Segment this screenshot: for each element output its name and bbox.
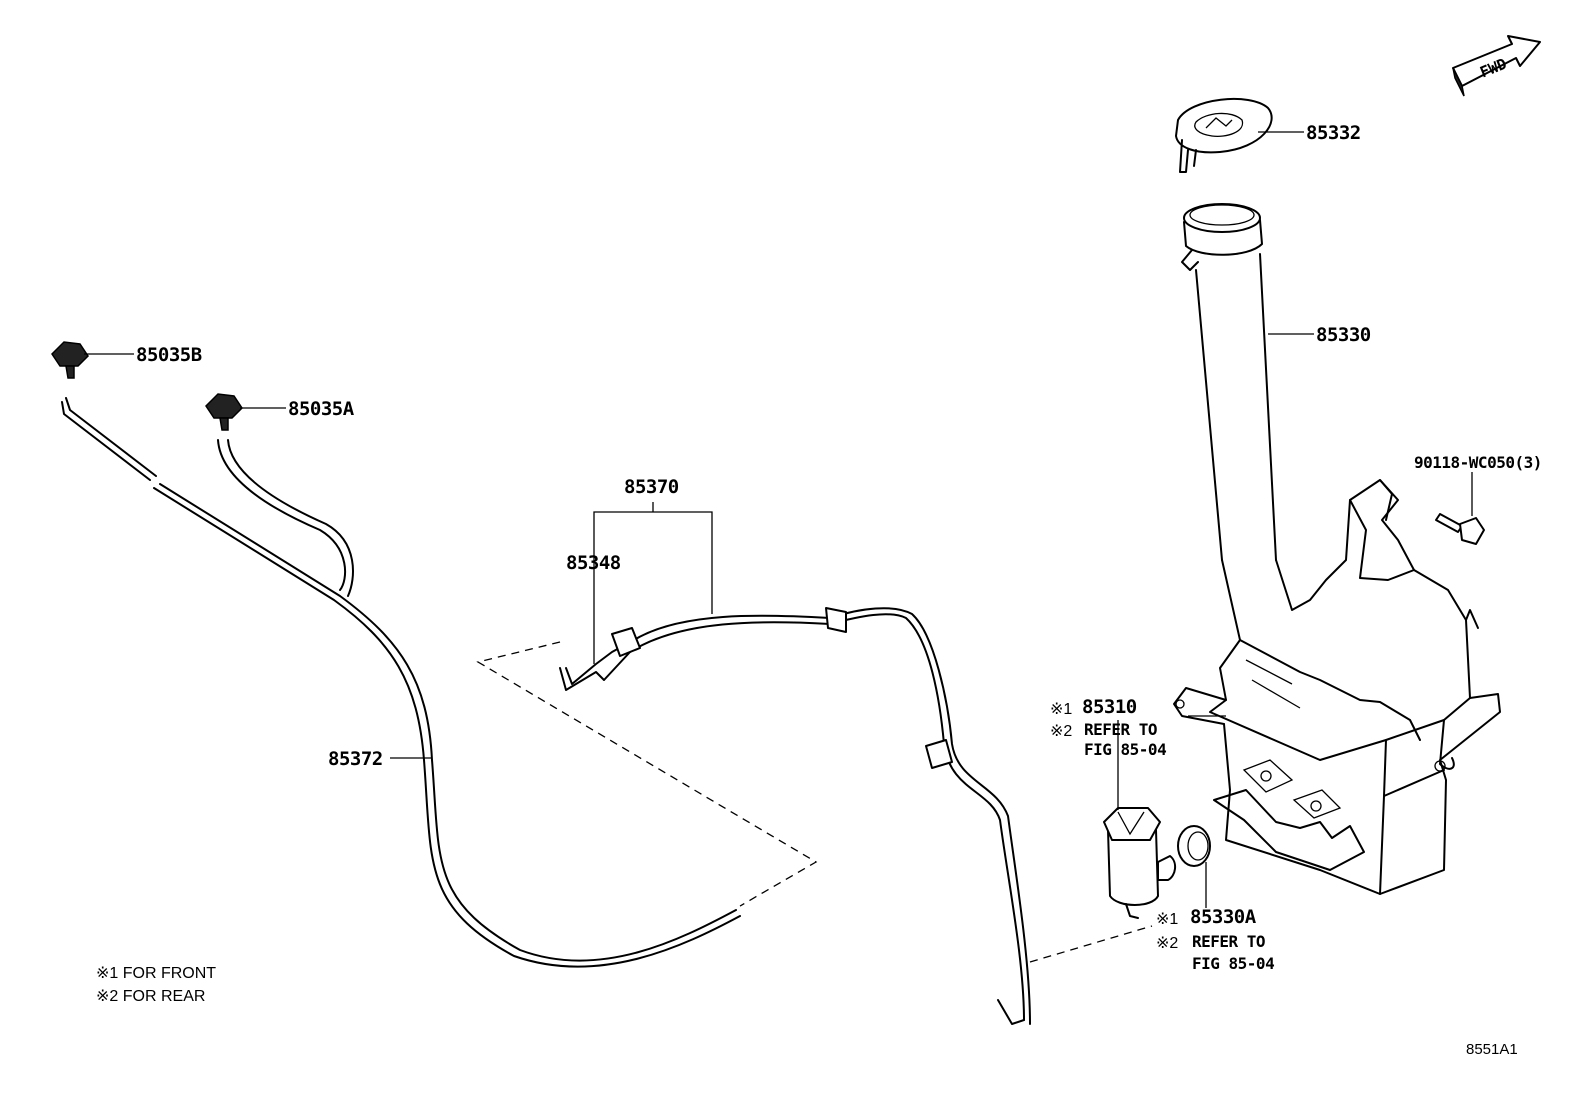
nozzle-85035b	[51, 341, 89, 379]
part-label-85330a: 85330A	[1190, 906, 1256, 928]
refer-to-text: REFER TO	[1084, 720, 1158, 739]
hose-85372	[61, 397, 741, 968]
fig-reference: FIG 85-04	[1084, 740, 1167, 759]
diagram-code: 8551A1	[1466, 1041, 1518, 1058]
mounting-bolt	[1435, 513, 1485, 545]
part-label-85035a: 85035A	[288, 398, 354, 420]
part-label-85330: 85330	[1316, 324, 1371, 346]
note-rear: ※2 FOR REAR	[96, 988, 206, 1005]
front-mark: ※1	[1156, 911, 1179, 928]
nozzle-85035a	[205, 393, 243, 431]
legend-notes: ※1 FOR FRONT ※2 FOR REAR	[96, 966, 216, 1005]
washer-pump	[1103, 807, 1176, 919]
part-label-85348: 85348	[566, 552, 621, 574]
part-label-85332: 85332	[1306, 122, 1361, 144]
hose-85370	[559, 607, 1031, 1025]
rear-mark: ※2	[1050, 723, 1073, 740]
front-mark: ※1	[1050, 701, 1073, 718]
part-label-90118: 90118-WC050(3)	[1414, 453, 1542, 472]
reservoir-cap	[1175, 97, 1273, 173]
washer-reservoir-tank	[1173, 479, 1501, 895]
dashed-guide-lines	[476, 641, 1153, 963]
rear-mark: ※2	[1156, 935, 1179, 952]
part-label-85310: 85310	[1082, 696, 1137, 718]
callout-bracket-85370	[593, 502, 713, 664]
part-label-85370: 85370	[624, 476, 679, 498]
refer-to-text: REFER TO	[1192, 932, 1266, 951]
fig-reference: FIG 85-04	[1192, 954, 1275, 973]
part-label-85035b: 85035B	[136, 344, 202, 366]
filler-neck	[1181, 203, 1277, 561]
leader-lines	[84, 131, 1473, 908]
part-label-85372: 85372	[328, 748, 383, 770]
note-front: ※1 FOR FRONT	[96, 965, 217, 982]
fwd-arrow-icon: FWD	[1452, 35, 1541, 97]
pump-grommet	[1177, 825, 1211, 867]
